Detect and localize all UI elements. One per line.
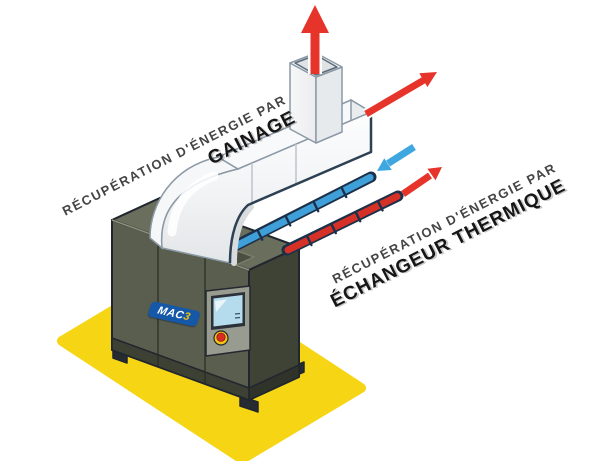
duct-air-arrow-icon bbox=[363, 70, 440, 119]
cabinet-base-skirt-side bbox=[248, 364, 300, 401]
hot-flow-arrow-icon bbox=[399, 165, 445, 199]
heat-exchanger-pipes bbox=[229, 171, 404, 256]
screen-reflection bbox=[215, 299, 227, 312]
cold-flow-arrow-icon bbox=[374, 142, 418, 173]
brand-logo-text: MAC bbox=[155, 304, 186, 322]
exhaust-air-arrow-up-icon bbox=[298, 1, 332, 74]
hot-water-pipe bbox=[281, 190, 404, 256]
panel-screen bbox=[213, 295, 243, 327]
emergency-stop-button bbox=[213, 330, 229, 346]
chimney-right-face bbox=[315, 66, 343, 144]
duct-joint-seams bbox=[251, 144, 297, 203]
screen-glyphs bbox=[234, 312, 241, 319]
cold-water-pipe bbox=[229, 171, 377, 252]
exhaust-duct-assembly bbox=[149, 52, 373, 266]
control-panel bbox=[205, 285, 251, 357]
